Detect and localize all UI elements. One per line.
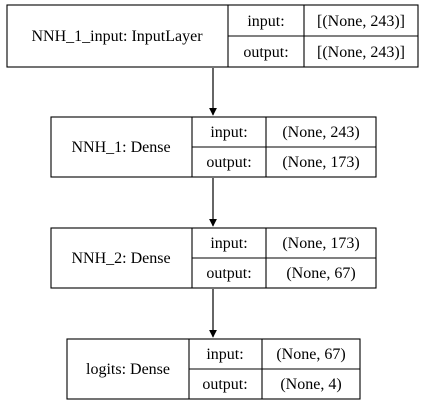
output-shape: (None, 67) bbox=[286, 265, 355, 282]
input-shape: (None, 67) bbox=[276, 346, 345, 363]
output-shape: (None, 4) bbox=[280, 376, 341, 393]
input-label: input: bbox=[210, 235, 247, 252]
input-label: input: bbox=[206, 346, 243, 363]
input-label: input: bbox=[247, 13, 284, 30]
output-shape: (None, 173) bbox=[282, 154, 359, 171]
output-label: output: bbox=[243, 44, 288, 61]
output-label: output: bbox=[202, 376, 247, 393]
input-shape: (None, 243) bbox=[282, 124, 359, 141]
input-label: input: bbox=[210, 124, 247, 141]
input-shape: (None, 173) bbox=[282, 235, 359, 252]
layer-node-logits: logits: Dense input: output: (None, 67) … bbox=[66, 338, 361, 400]
layer-name: NNH_1: Dense bbox=[71, 139, 170, 156]
output-label: output: bbox=[206, 154, 251, 171]
layer-node-nnh2: NNH_2: Dense input: output: (None, 173) … bbox=[50, 227, 377, 289]
output-label: output: bbox=[206, 265, 251, 282]
layer-name: NNH_1_input: InputLayer bbox=[31, 28, 203, 45]
layer-name: logits: Dense bbox=[86, 361, 170, 378]
layer-node-nnh1: NNH_1: Dense input: output: (None, 243) … bbox=[50, 116, 377, 178]
layer-node-nnh1-input: NNH_1_input: InputLayer input: output: [… bbox=[6, 4, 419, 68]
layer-name: NNH_2: Dense bbox=[71, 250, 170, 267]
input-shape: [(None, 243)] bbox=[317, 13, 405, 30]
output-shape: [(None, 243)] bbox=[317, 44, 405, 61]
